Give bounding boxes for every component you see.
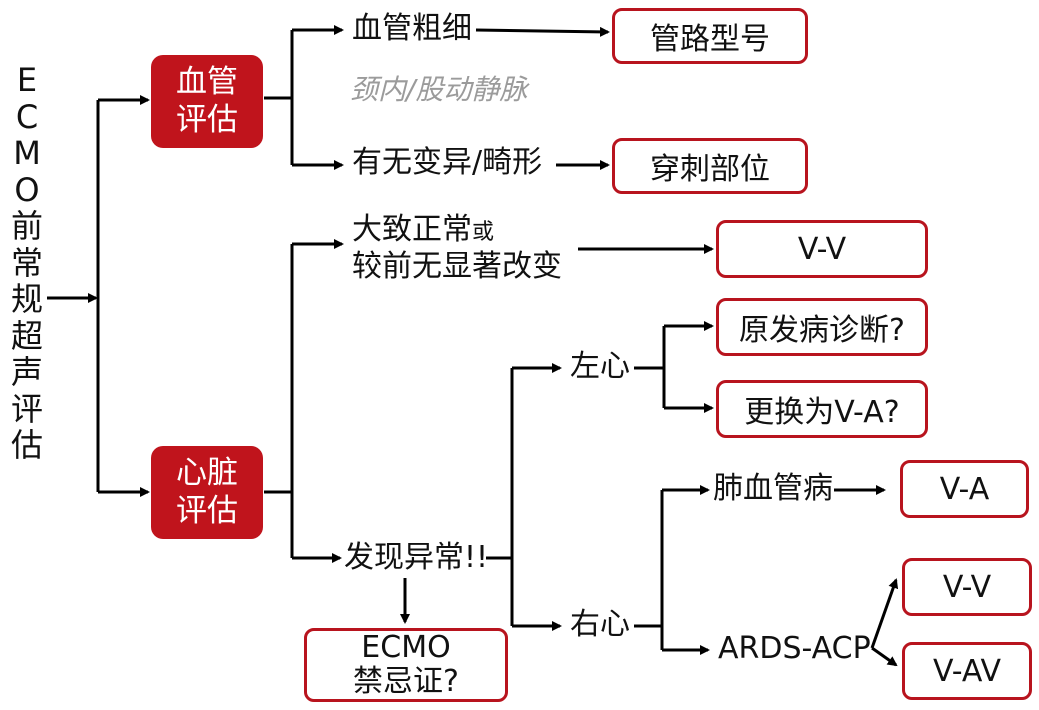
vv-top-box: V-V [716, 220, 928, 278]
normal-line1: 大致正常 [352, 212, 472, 247]
vessel-box-line2: 评估 [176, 101, 238, 138]
pulmonary-vascular-label: 肺血管病 [713, 471, 833, 506]
vessel-hint: 颈内/股动静脉 [350, 73, 528, 106]
heart-box-line2: 评估 [176, 492, 238, 529]
vessel-assessment-box: 血管 评估 [151, 55, 263, 148]
vv-bottom-box: V-V [902, 558, 1032, 616]
root-title: ECMO前常规超声评估 [10, 61, 43, 464]
contraindication-line2: 禁忌证? [353, 664, 459, 699]
vessel-box-line1: 血管 [176, 64, 238, 101]
va-box: V-A [900, 460, 1029, 518]
right-heart-label: 右心 [570, 607, 630, 642]
left-heart-label: 左心 [570, 349, 630, 384]
primary-diagnosis-box: 原发病诊断? [716, 298, 928, 356]
normal-line2: 较前无显著改变 [352, 249, 562, 284]
vessel-size-label: 血管粗细 [352, 11, 472, 46]
normal-or: 或 [472, 220, 495, 245]
puncture-site-box: 穿刺部位 [612, 138, 808, 194]
abnormal-label: 发现异常!! [344, 540, 489, 575]
switch-va-box: 更换为V-A? [716, 380, 928, 438]
ards-acp-label: ARDS-ACP [718, 631, 871, 666]
normal-label: 大致正常或 [352, 212, 495, 248]
heart-assessment-box: 心脏 评估 [151, 446, 263, 539]
heart-box-line1: 心脏 [176, 455, 238, 492]
vav-box: V-AV [902, 642, 1032, 700]
contraindication-box: ECMO 禁忌证? [304, 628, 508, 702]
contraindication-line1: ECMO [361, 629, 451, 665]
vessel-variation-label: 有无变异/畸形 [352, 145, 543, 180]
catheter-model-box: 管路型号 [612, 8, 808, 64]
